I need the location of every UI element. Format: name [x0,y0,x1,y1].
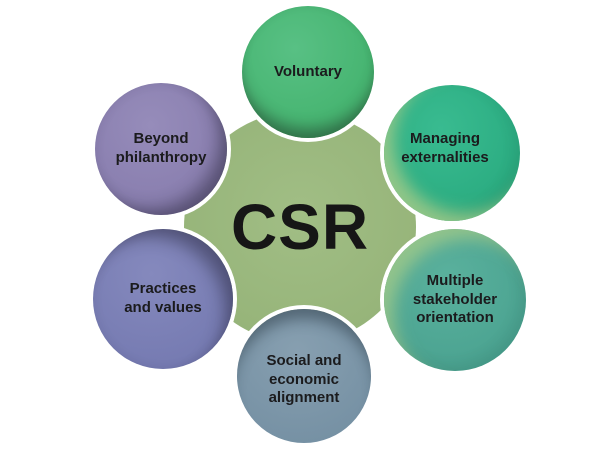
node-practices-and-values-label: Practices and values [124,280,202,316]
node-multiple-stakeholder-orientation-label: Multiple stakeholder orientation [412,271,498,327]
node-managing-externalities-label: Managing externalities [401,130,489,166]
center-label: CSR [230,191,370,263]
node-social-and-economic-alignment-label: Social and economic alignment [266,351,342,407]
node-voluntary-label: Voluntary [273,62,343,80]
node-multiple-stakeholder-orientation: Multiple stakeholder orientation [384,229,526,371]
node-practices-and-values: Practices and values [93,229,233,369]
node-voluntary: Voluntary [242,6,374,138]
node-beyond-philanthropy-label: Beyond philanthropy [115,130,207,166]
node-social-and-economic-alignment: Social and economic alignment [237,309,371,443]
node-beyond-philanthropy: Beyond philanthropy [95,83,227,215]
node-managing-externalities: Managing externalities [384,85,520,221]
